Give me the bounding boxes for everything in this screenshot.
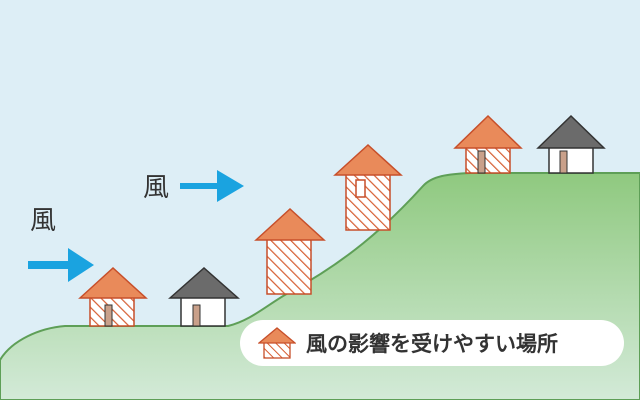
house-affected-icon xyxy=(333,143,403,231)
house-affected-icon xyxy=(453,114,523,174)
legend: 風の影響を受けやすい場所 xyxy=(240,320,624,366)
house-affected-icon xyxy=(254,207,326,295)
house-normal-icon xyxy=(536,114,606,174)
house-affected-icon xyxy=(78,266,148,327)
wind-label: 風 xyxy=(30,206,57,236)
house-affected-icon xyxy=(258,327,296,359)
wind-arrow-icon xyxy=(180,170,244,202)
wind-arrow-icon xyxy=(28,248,94,282)
house-normal-icon xyxy=(168,266,240,327)
wind-label: 風 xyxy=(143,173,170,203)
legend-text: 風の影響を受けやすい場所 xyxy=(306,332,558,356)
